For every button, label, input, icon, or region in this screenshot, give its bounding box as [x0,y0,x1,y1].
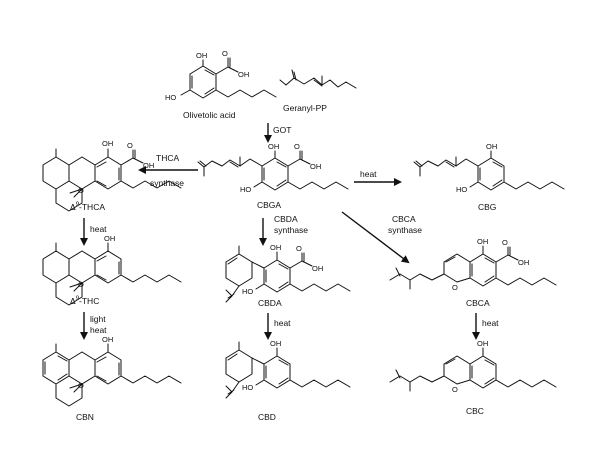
olivetolic-ho: HO [165,93,176,102]
thc-heat-label: heat [90,224,107,234]
cbga-ho: HO [240,185,251,194]
cbga-o: O [294,142,300,151]
thca-oh: OH [102,139,113,148]
cbd-heat-label: heat [274,318,291,328]
cbga-label: CBGA [257,200,281,210]
cbca-o: O [502,238,508,247]
cbca-structure: O OH O OH [389,237,557,292]
thc-oh: OH [104,234,115,243]
cbg-heat-label: heat [360,169,377,179]
olivetolic-oh: OH [196,51,207,60]
cbda-structure: OH O OH HO [225,243,351,303]
cbga-structure: OH O OH HO [197,142,349,194]
cbda-label: CBDA [258,298,282,308]
cbn-oh: OH [102,335,113,344]
cbc-structure: O OH [389,339,557,394]
cbn-structure: O OH [42,335,182,407]
cbd-oh: OH [270,339,281,348]
olivetolic-acid-label: Olivetolic acid [183,110,236,120]
cbda-acid-oh: OH [312,264,323,273]
cbga-acid-oh: OH [310,162,321,171]
cbg-label: CBG [478,202,496,212]
cbca-synthase-label-1: CBCA [392,214,416,224]
cbg-ho: HO [456,185,467,194]
olivetolic-acid-oh: OH [238,70,249,79]
cbda-oh: OH [270,243,281,252]
cbn-label: CBN [76,412,94,422]
cbc-label: CBC [466,406,484,416]
thc-structure: O OH [42,234,182,306]
olivetolic-acid-structure: OH O OH HO [165,49,277,102]
geranyl-pp-label: Geranyl-PP [283,103,327,113]
cbca-label: CBCA [466,298,490,308]
cbd-ho: HO [242,383,253,392]
thca-synthase-label-2: synthase [150,178,184,188]
thca-structure: O OH O OH [42,139,182,212]
cbda-synthase-label-2: synthase [274,225,308,235]
geranyl-pp-structure [279,69,357,89]
got-label: GOT [273,125,291,135]
thca-o: O [127,141,133,150]
cbca-ring-o: O [452,283,458,292]
cbca-oh: OH [477,237,488,246]
cbg-structure: OH HO [413,142,565,194]
thc-label: Δ9-THC [70,296,99,306]
cbga-oh: OH [268,142,279,151]
cbca-acid-oh: OH [518,258,529,267]
cbn-heat-label: heat [90,325,107,335]
cbda-o: O [296,244,302,253]
cbda-synthase-label-1: CBDA [274,214,298,224]
cbc-ring-o: O [452,385,458,394]
thca-acid-oh: OH [143,161,154,170]
cbc-heat-label: heat [482,318,499,328]
cbg-oh: OH [486,142,497,151]
olivetolic-o: O [222,49,228,58]
cbd-label: CBD [258,412,276,422]
cbn-light-label: light [90,314,106,324]
cbd-structure: OH HO [225,339,351,399]
cbda-ho: HO [242,287,253,296]
thca-synthase-label-1: THCA [156,153,179,163]
cbca-synthase-label-2: synthase [388,225,422,235]
cbc-oh: OH [477,339,488,348]
thca-label: Δ9-THCA [70,202,105,212]
cbga-to-cbca-arrow [341,211,410,264]
